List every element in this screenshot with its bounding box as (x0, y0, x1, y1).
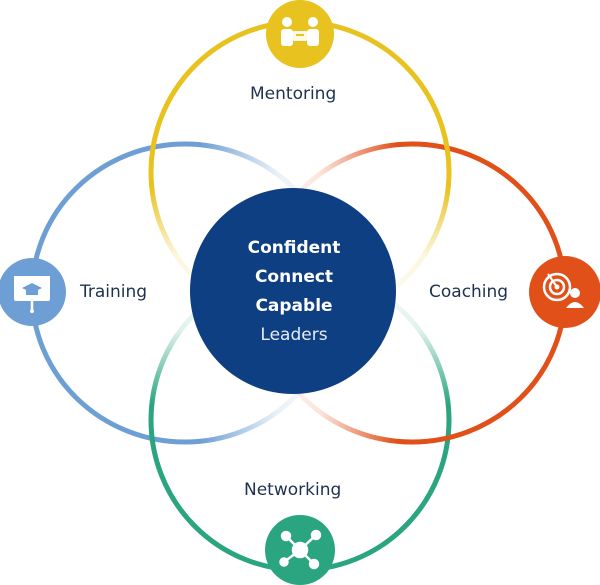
center-line-leaders: Leaders (260, 325, 328, 345)
networking-node (265, 515, 335, 585)
mentoring-people-icon (281, 17, 319, 46)
presentation-board-icon (14, 276, 50, 313)
networking-label: Networking (244, 480, 342, 500)
target-person-icon (542, 272, 584, 308)
center-line-connect: Connect (254, 267, 334, 287)
center-circle (190, 188, 396, 394)
training-label: Training (80, 282, 148, 302)
center-line-capable: Capable (255, 296, 333, 316)
coaching-node (529, 256, 600, 328)
center-line-confident: Confident (247, 238, 341, 258)
mentoring-label: Mentoring (250, 84, 337, 104)
training-node (0, 258, 66, 326)
mentoring-node (266, 0, 334, 68)
network-nodes-icon (279, 529, 322, 570)
coaching-label: Coaching (429, 282, 509, 302)
